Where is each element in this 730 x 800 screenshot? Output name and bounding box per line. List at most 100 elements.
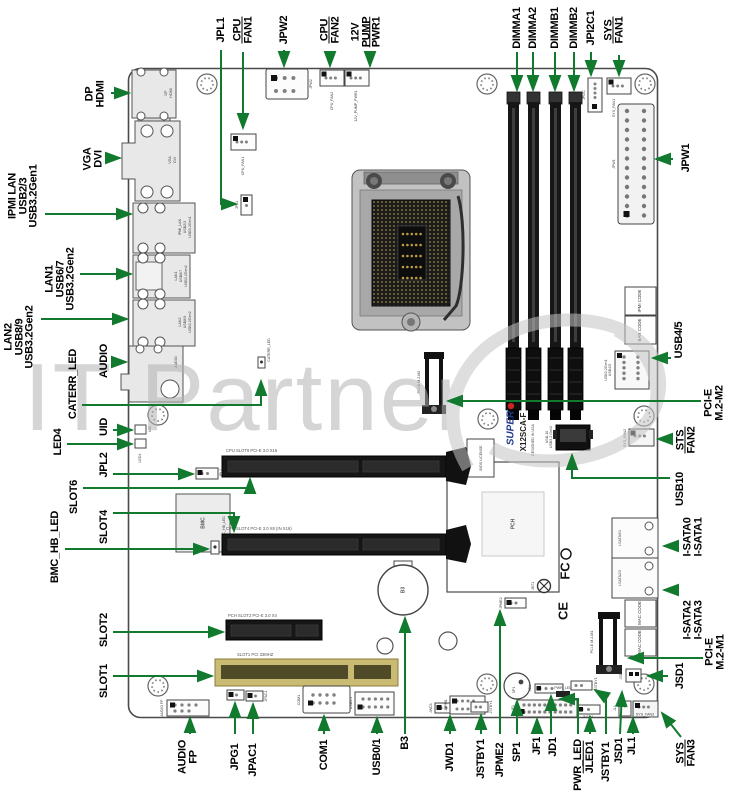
svg-text:X12SCA-F: X12SCA-F [519,413,528,452]
usb10-leader-line [565,452,670,479]
watermark-swoosh [446,313,667,472]
svg-text:CPU SLOT4 PCI-E 3.0 X8 (IN X16: CPU SLOT4 PCI-E 3.0 X8 (IN X16) [226,526,292,531]
callout-jpac1: JPAC1 [246,743,259,777]
jstby1b-header: JSTBY1 [570,677,598,691]
svg-text:USB3.2Gen2: USB3.2Gen2 [188,311,192,332]
callout-caterr-led: CATERR_LED [66,348,79,420]
svg-text:IPMI CODE: IPMI CODE [637,289,642,312]
callout-slot2: SLOT2 [97,613,110,647]
bios-license-box: BIOS LICENSE [466,438,495,478]
sp1-buzzer: SP1 [503,672,531,700]
svg-text:CPU_FAN1: CPU_FAN1 [241,157,245,176]
usb10-connector: USB-10 USB3.2 Gen2 [545,424,593,451]
callout-dimma2: DIMMA2 [526,7,539,49]
svg-text:HDMI: HDMI [169,88,173,97]
callout-usb45: USB4/5 [672,321,685,359]
jpac1-jumper: JPAC1 [245,690,268,702]
svg-text:AUDIO FP: AUDIO FP [160,699,164,717]
svg-text:CE: CE [555,602,570,620]
svg-text:JPW2: JPW2 [309,79,313,89]
svg-text:JSTBY1: JSTBY1 [489,700,493,713]
svg-text:USB3.2Gen1: USB3.2Gen1 [604,359,608,380]
callout-jwd1: JWD1 [443,742,456,772]
svg-text:B3: B3 [400,587,406,594]
svg-text:USB3.2Gen2: USB3.2Gen2 [184,265,188,286]
svg-text:BIOS LICENSE: BIOS LICENSE [479,445,483,471]
bmc-hb-led: BMC_HB_LED [210,516,226,555]
cpu-socket [351,169,471,332]
caterr-led: CATERR_LED [257,338,271,369]
svg-text:JBT1: JBT1 [531,582,535,590]
svg-text:JPW1: JPW1 [612,159,616,169]
svg-text:DP: DP [164,90,168,96]
svg-text:JWD1: JWD1 [429,703,433,713]
callout-jpl1: JPL1 [214,17,227,43]
jbt1: JBT1 [531,578,552,594]
cpu-fan1-connector: CPU_FAN1 [230,133,257,176]
slot4-pcie-x8: CPU SLOT4 PCI-E 3.0 X8 (IN X16) [221,525,471,563]
svg-text:UID: UID [148,426,152,433]
m2-m1-slot: PCI-E M.2-M1 [590,612,622,674]
callout-dimma1: DIMMA1 [510,7,523,49]
svg-text:I-SATA2/3: I-SATA2/3 [618,570,622,586]
svg-text:PCI-E M.2-M1: PCI-E M.2-M1 [590,631,594,654]
callout-slot1: SLOT1 [97,664,110,698]
mac-code-box-2: MAC CODE [624,628,657,657]
svg-text:SUPER: SUPER [506,410,517,445]
svg-text:I-SATA0/1: I-SATA0/1 [618,530,622,546]
callout-dimmb2: DIMMB2 [567,7,580,49]
svg-text:COM1: COM1 [297,695,301,705]
pwr-led-leader-line [557,692,579,734]
callout-jd1: JD1 [546,737,559,757]
jpi2c1-connector: JPI2C [582,77,603,113]
svg-text:USB3.2 Gen2: USB3.2 Gen2 [549,426,553,448]
callout-jpi2c1: JPI2C1 [584,10,597,46]
callout-dimmb1: DIMMB1 [548,7,561,49]
mounting-holes [147,73,656,697]
callout-jpw2: JPW2 [277,15,290,45]
callout-jstby1-a: JSTBY1 [474,739,487,779]
callout-jf1: JF1 [530,736,543,756]
svg-text:PWR_LED: PWR_LED [554,686,572,690]
cpu-fan2-connector: CPU_FAN2 [319,69,345,111]
svg-text:IPMI_LAN: IPMI_LAN [178,218,182,235]
audio-fp-header: AUDIO FP [160,699,210,717]
svg-text:BAR CODE: BAR CODE [637,318,642,341]
expansion-slots: CPU SLOT6 PCI-E 3.0 X16 CPU SLOT4 PCI-E … [214,447,471,687]
svg-text:LED4: LED4 [138,454,142,463]
jpl1-leader-line [220,50,239,211]
m2-m2-slot: PCI-E M.2-M2 [417,352,446,414]
svg-text:SLOT1 PCI 33MHZ: SLOT1 PCI 33MHZ [237,652,274,657]
ce-fcc-marks: CE FC [555,548,572,620]
svg-text:JSTBY1: JSTBY1 [594,677,598,690]
mac-code-box-1: MAC CODE [624,599,657,628]
watermark-text: IT Partner [24,344,469,451]
svg-text:PCI-E M.2-M2: PCI-E M.2-M2 [417,371,421,394]
svg-text:CPU_FAN2: CPU_FAN2 [330,92,334,111]
lan2-usb-port: LAN2 USB8/9 USB3.2Gen2 [132,298,196,348]
svg-text:CATERR_LED: CATERR_LED [267,338,271,362]
callout-slot6: SLOT6 [67,480,80,514]
dimm-slots [505,91,584,420]
svg-text:PCH: PCH [510,518,516,529]
callout-bmc-hb-led: BMC_HB_LED [48,510,61,584]
svg-text:AUDIO: AUDIO [174,356,178,368]
jpw2-connector: JPW2 [265,68,313,100]
svg-text:MAC CODE: MAC CODE [637,630,642,654]
svg-text:VGA: VGA [168,156,172,164]
dimm-slot-a1 [505,91,522,420]
callout-b3: B3 [398,736,411,750]
callout-jpg1: JPG1 [228,743,241,771]
svg-text:JPAC1: JPAC1 [264,691,268,702]
watermark-swoosh-tail [613,328,660,423]
caterr-led-leader-line [82,378,268,406]
callout-jpme2: JPME2 [493,742,506,778]
